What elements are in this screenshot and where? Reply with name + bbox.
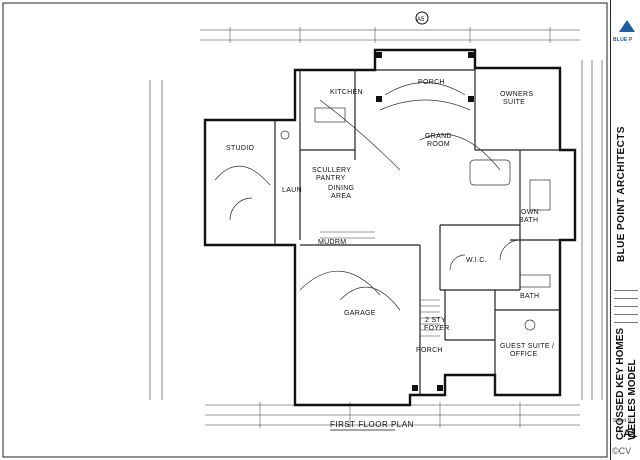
door-swings xyxy=(214,82,521,311)
firm-logo-text: BLUE P xyxy=(613,37,633,43)
dimension-lines xyxy=(149,27,603,428)
section-marker: A5 xyxy=(415,11,429,25)
room-label-office: OFFICE xyxy=(510,351,537,358)
room-label-own: OWN xyxy=(521,209,539,216)
room-label-guest-suite: GUEST SUITE / xyxy=(500,343,554,350)
room-label-bath: BATH xyxy=(520,293,539,300)
room-label-room: ROOM xyxy=(427,141,450,148)
room-label-bath-own: BATH xyxy=(519,217,538,224)
firm-logo-icon xyxy=(619,20,635,32)
room-label-foyer: FOYER xyxy=(424,325,450,332)
room-label-mudrm: MUDRM xyxy=(318,239,346,246)
sheet-border xyxy=(2,2,608,458)
title-block-rule xyxy=(614,298,638,299)
room-label-2sty: 2 STY xyxy=(425,317,446,324)
floor-plan-drawing: PORCH OWNERS SUITE KITCHEN STUDIO LAUN S… xyxy=(2,2,608,458)
room-label-kitchen: KITCHEN xyxy=(330,89,363,96)
room-label-laun: LAUN xyxy=(282,187,302,194)
room-label-grand: GRAND xyxy=(425,133,452,140)
title-block-rule xyxy=(614,322,638,323)
sheet-number-label: Sheet N xyxy=(613,418,632,424)
sheet-id: A1 xyxy=(623,428,638,440)
title-block-rule xyxy=(614,290,638,291)
title-block-rule xyxy=(614,314,638,315)
room-label-owners: OWNERS xyxy=(500,91,533,98)
room-label-pantry: PANTRY xyxy=(316,175,346,182)
room-label-front-porch: PORCH xyxy=(416,347,443,354)
fixtures xyxy=(280,107,551,331)
room-label-dining: DINING xyxy=(328,185,354,192)
watermark: ©CV xyxy=(612,446,632,456)
room-label-suite: SUITE xyxy=(503,99,525,106)
stair xyxy=(320,231,440,337)
room-label-garage: GARAGE xyxy=(344,310,376,317)
porch-columns xyxy=(376,52,474,391)
title-block-rule xyxy=(614,306,638,307)
room-label-scullery: SCULLERY xyxy=(312,167,351,174)
firm-name: BLUE POINT ARCHITECTS xyxy=(616,126,627,262)
room-labels: PORCH OWNERS SUITE KITCHEN STUDIO LAUN S… xyxy=(226,79,554,358)
plan-title: FIRST FLOOR PLAN xyxy=(330,420,414,429)
room-label-wic: W.I.C. xyxy=(466,257,487,264)
room-label-studio: STUDIO xyxy=(226,145,254,152)
room-label-area: AREA xyxy=(331,193,351,200)
room-label-porch: PORCH xyxy=(418,79,445,86)
interior-walls xyxy=(274,68,560,395)
title-block: BLUE P BLUE POINT ARCHITECTS CROSSED KEY… xyxy=(610,0,640,460)
section-marker-label: A5 xyxy=(417,17,425,23)
